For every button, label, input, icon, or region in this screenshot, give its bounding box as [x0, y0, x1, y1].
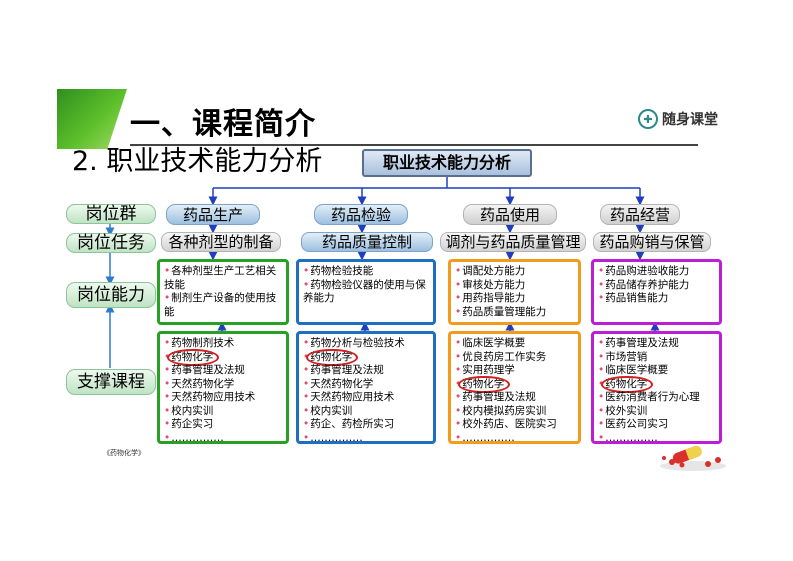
list-item: •药事管理及法规: [164, 364, 245, 376]
list-item: •用药指导能力: [455, 292, 526, 304]
list-item: •天然药物应用技术: [303, 391, 395, 403]
task-node-2: 药品质量控制: [301, 232, 433, 252]
list-item: •药品质量管理能力: [455, 305, 547, 318]
row-label-group: 岗位群: [66, 204, 156, 224]
list-item: •药物化学: [164, 348, 220, 366]
course-box-3: •临床医学概要 •优良药房工作实务 •实用药理学 •药物化学 •药事管理及法规 …: [448, 331, 581, 444]
task-node-4: 药品购销与保管: [593, 232, 711, 252]
list-item: •实用药理学: [455, 364, 515, 376]
list-item: •市场营销: [598, 350, 648, 363]
group-node-3: 药品使用: [463, 204, 557, 225]
capability-box-1: •各种剂型生产工艺相关技能 •制剂生产设备的使用技能: [157, 259, 289, 325]
course-box-1: •药物制剂技术 •药物化学 •药事管理及法规 •天然药物化学 •天然药物应用技术…: [157, 331, 289, 444]
row-label-task: 岗位任务: [66, 233, 156, 253]
pills-icon: [660, 446, 726, 471]
highlighted-course: 药物化学: [306, 348, 359, 366]
task-node-1: 各种剂型的制备: [161, 232, 281, 252]
group-node-1: 药品生产: [166, 204, 260, 225]
row-label-capability: 岗位能力: [66, 282, 156, 308]
list-item: •药事管理及法规: [303, 364, 384, 376]
course-box-4: •药事管理及法规 •市场营销 •临床医学概要 •药物化学 •医药消费者行为心理 …: [591, 331, 722, 444]
list-item: •校内实训: [164, 404, 214, 417]
list-item: •审核处方能力: [455, 278, 526, 291]
list-item: •……………: [455, 431, 515, 444]
logo-mark-icon: ✚: [638, 109, 658, 129]
list-item: •药品购进验收能力: [598, 265, 690, 277]
list-item: •药物化学: [455, 375, 511, 393]
list-item: •校外药店、医院实习: [455, 418, 557, 430]
list-item: •调配处方能力: [455, 265, 526, 277]
list-item: •药物化学: [598, 375, 654, 393]
list-item: •校内模拟药房实训: [455, 404, 547, 417]
capability-box-2: •药物检验技能 •药物检验仪器的使用与保养能力: [296, 259, 436, 325]
highlighted-course: 药物化学: [167, 348, 220, 366]
list-item: •天然药物化学: [164, 377, 235, 390]
list-item: •药品销售能力: [598, 292, 669, 304]
root-node: 职业技术能力分析: [362, 149, 532, 177]
list-item: •药物检验仪器的使用与保养能力: [303, 278, 426, 305]
page-subtitle: 2. 职业技术能力分析: [72, 146, 323, 177]
highlighted-course: 药物化学: [601, 375, 654, 393]
capability-box-3: •调配处方能力 •审核处方能力 •用药指导能力 •药品质量管理能力: [448, 259, 581, 325]
row-label-course: 支撑课程: [66, 369, 156, 395]
highlighted-course: 药物化学: [458, 375, 511, 393]
list-item: •药事管理及法规: [455, 391, 536, 403]
page-title: 一、课程简介: [130, 107, 316, 142]
list-item: •医药公司实习: [598, 418, 669, 430]
list-item: •临床医学概要: [455, 337, 526, 349]
list-item: •……………: [303, 431, 363, 444]
logo-text: 随身课堂: [662, 112, 718, 128]
title-divider: [130, 144, 698, 146]
list-item: •各种剂型生产工艺相关技能: [164, 265, 277, 291]
list-item: •天然药物化学: [303, 377, 374, 390]
brand-logo: ✚ 随身课堂: [638, 107, 718, 131]
footer-caption: 《药物化学》: [103, 449, 145, 457]
list-item: •药物化学: [303, 348, 359, 366]
list-item: •药事管理及法规: [598, 337, 679, 349]
capability-box-4: •药品购进验收能力 •药品储存养护能力 •药品销售能力: [591, 259, 722, 325]
group-node-4: 药品经营: [600, 204, 680, 225]
list-item: •校外实训: [598, 404, 648, 417]
list-item: •药物检验技能: [303, 265, 374, 277]
list-item: •医药消费者行为心理: [598, 391, 700, 403]
list-item: •……………: [598, 431, 658, 444]
list-item: •天然药物应用技术: [164, 391, 256, 403]
list-item: •药物制剂技术: [164, 337, 235, 349]
list-item: •药物分析与检验技术: [303, 337, 405, 349]
list-item: •药企实习: [164, 418, 214, 430]
list-item: •临床医学概要: [598, 364, 669, 376]
task-node-3: 调剂与药品质量管理: [440, 232, 586, 252]
list-item: •……………: [164, 431, 224, 444]
list-item: •药品储存养护能力: [598, 278, 690, 291]
list-item: •优良药房工作实务: [455, 350, 547, 363]
list-item: •药企、药检所实习: [303, 418, 395, 430]
list-item: •制剂生产设备的使用技能: [164, 292, 277, 318]
course-box-2: •药物分析与检验技术 •药物化学 •药事管理及法规 •天然药物化学 •天然药物应…: [296, 331, 436, 444]
list-item: •校内实训: [303, 404, 353, 417]
group-node-2: 药品检验: [314, 204, 408, 225]
